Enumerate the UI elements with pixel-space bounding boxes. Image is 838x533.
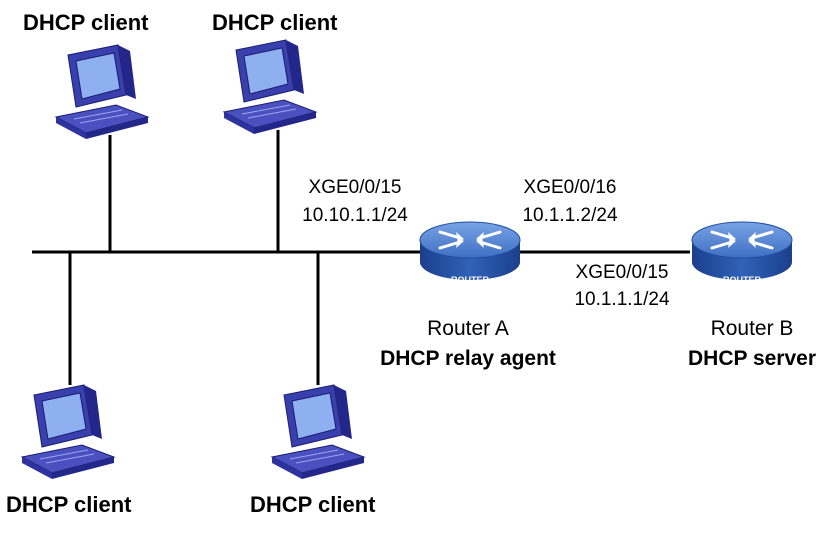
client-label: DHCP client — [250, 492, 376, 517]
client-label: DHCP client — [212, 10, 338, 35]
pc-icon — [271, 384, 365, 480]
router-badge: ROUTER — [451, 275, 490, 285]
pc-icon — [21, 384, 115, 480]
router-a: ROUTER Router A DHCP relay agent XGE0/0/… — [302, 177, 618, 370]
client-1: DHCP client — [23, 10, 149, 140]
client-3: DHCP client — [6, 384, 132, 517]
router-a-right-ip: 10.1.1.2/24 — [522, 205, 618, 226]
router-b: ROUTER Router B DHCP server XGE0/0/15 10… — [574, 220, 816, 370]
router-a-name: Router A — [427, 317, 509, 340]
router-b-name: Router B — [711, 317, 794, 340]
router-a-right-interface: XGE0/0/16 — [524, 177, 617, 198]
router-a-role: DHCP relay agent — [380, 347, 556, 370]
client-label: DHCP client — [23, 10, 149, 35]
pc-icon — [223, 39, 317, 135]
client-label: DHCP client — [6, 492, 132, 517]
client-4: DHCP client — [250, 384, 376, 517]
router-a-left-interface: XGE0/0/15 — [309, 177, 402, 198]
router-icon — [418, 220, 522, 282]
client-2: DHCP client — [212, 10, 338, 135]
router-b-interface: XGE0/0/15 — [576, 262, 669, 283]
network-links — [32, 130, 690, 385]
router-b-role: DHCP server — [688, 347, 816, 370]
pc-icon — [55, 44, 149, 140]
router-a-left-ip: 10.10.1.1/24 — [302, 205, 408, 226]
router-icon — [690, 220, 794, 282]
router-b-ip: 10.1.1.1/24 — [574, 289, 670, 310]
router-badge: ROUTER — [723, 275, 762, 285]
